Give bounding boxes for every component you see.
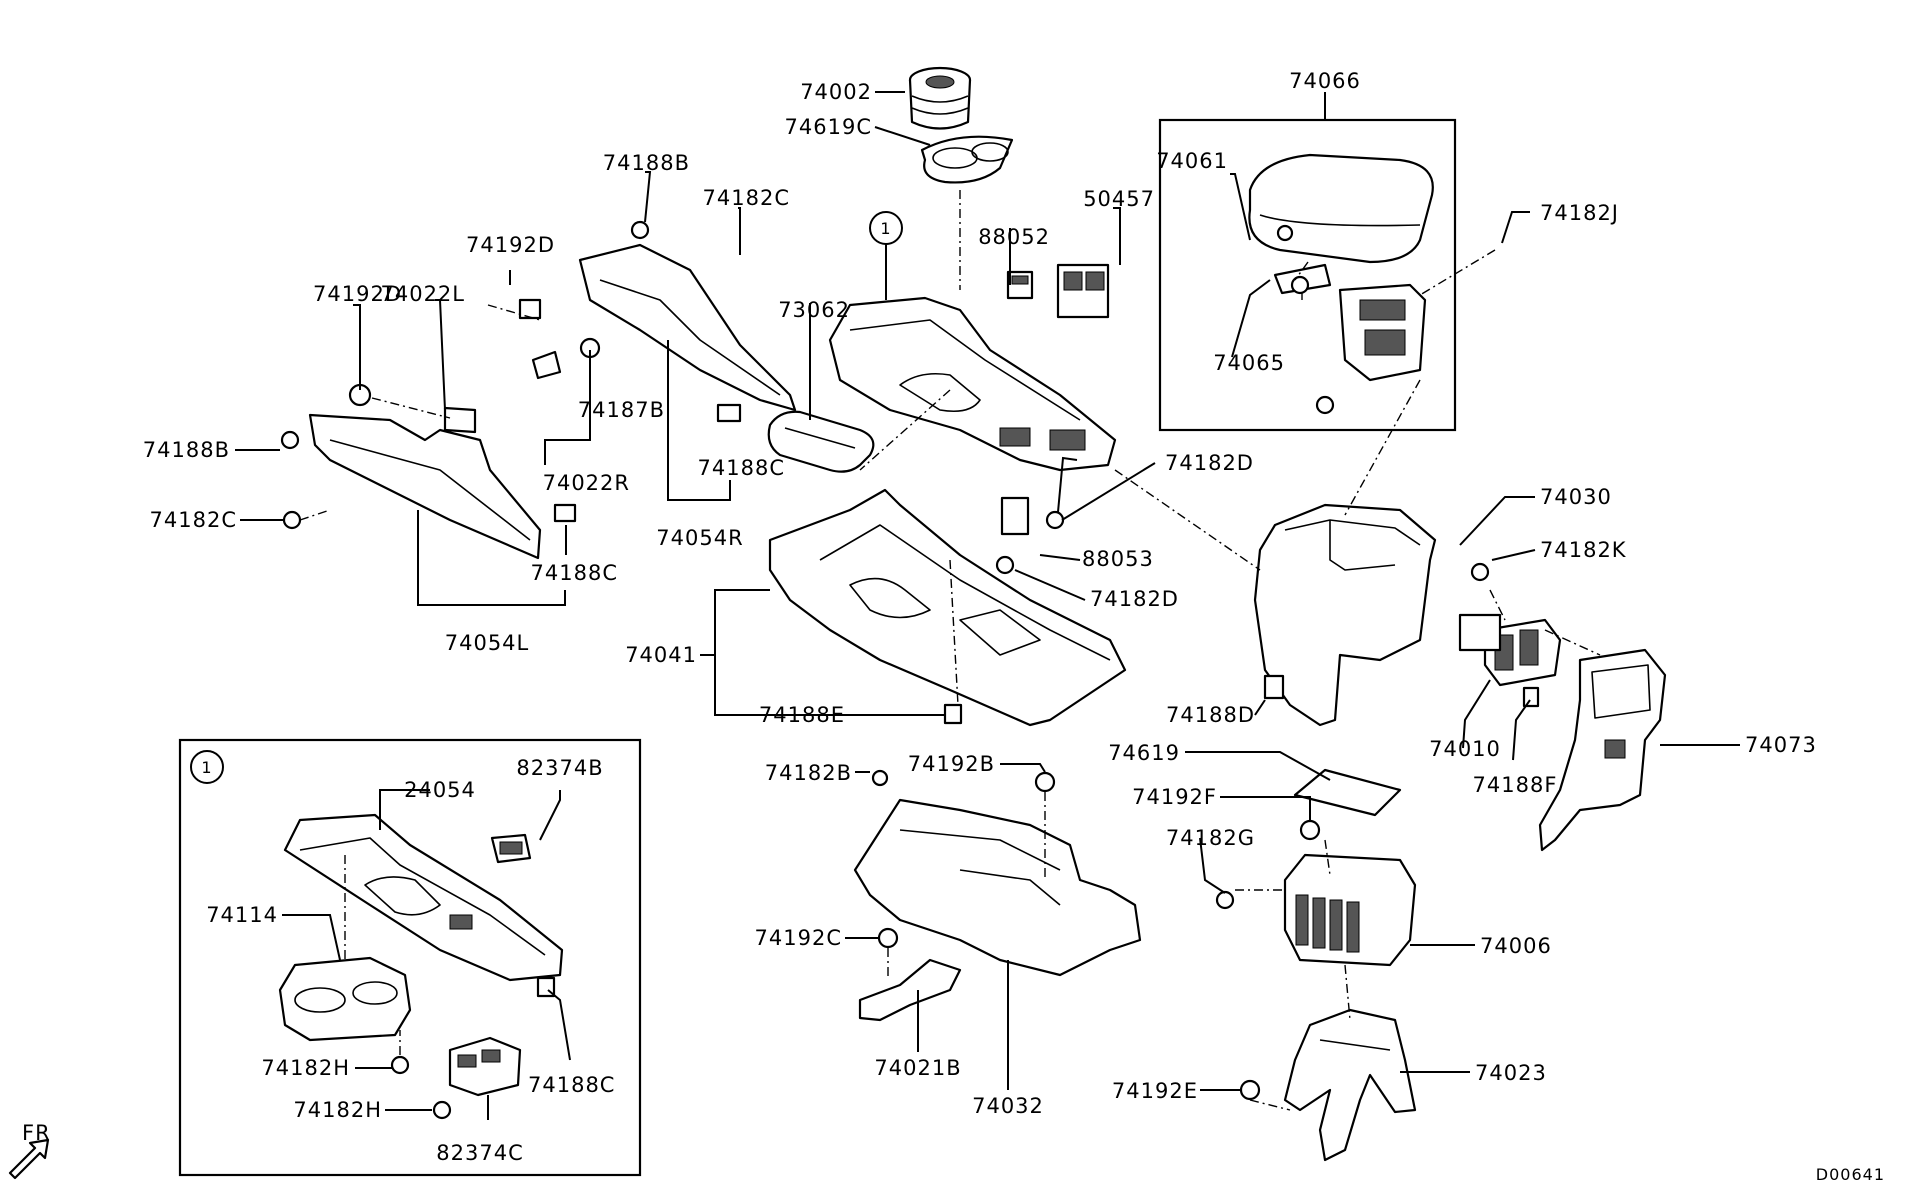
label-74619: 74619 — [1108, 741, 1180, 765]
dashed-connection-lines — [299, 249, 1601, 1111]
label-74188d: 74188D — [1166, 703, 1255, 727]
callout-circle-inset: 1 — [190, 750, 224, 784]
label-74182h-b: 74182H — [293, 1098, 382, 1122]
label-74188b-left: 74188B — [143, 438, 230, 462]
console-bracket — [1239, 1008, 1417, 1162]
label-74192d-a: 74192D — [466, 233, 555, 257]
label-50457: 50457 — [1083, 187, 1155, 211]
label-74182d-b: 74182D — [1090, 587, 1179, 611]
label-74619c: 74619C — [785, 115, 872, 139]
label-74182d-a: 74182D — [1165, 451, 1254, 475]
console-lower-bracket — [853, 769, 1142, 977]
label-74188e: 74188E — [759, 703, 845, 727]
label-82374b: 82374B — [516, 756, 603, 780]
label-74006: 74006 — [1480, 934, 1552, 958]
label-73062: 73062 — [778, 298, 850, 322]
label-74022r: 74022R — [543, 471, 630, 495]
label-74054l: 74054L — [445, 631, 530, 655]
label-74021b: 74021B — [874, 1056, 961, 1080]
label-74188c-b: 74188C — [531, 561, 618, 585]
leader-lines — [235, 91, 1740, 1120]
rear-console-housing — [1253, 503, 1437, 727]
armrest-detail-box — [1158, 118, 1457, 432]
label-74182c-top: 74182C — [703, 186, 790, 210]
label-74182g: 74182G — [1166, 826, 1255, 850]
switch-88052 — [1006, 270, 1034, 300]
label-74182c-left: 74182C — [150, 508, 237, 532]
label-74188f: 74188F — [1473, 773, 1558, 797]
label-74023: 74023 — [1475, 1061, 1547, 1085]
inset-console-panel — [283, 813, 564, 982]
label-74010: 74010 — [1429, 737, 1501, 761]
inset-small-cover — [490, 833, 532, 864]
rear-vent — [1458, 562, 1562, 708]
part-labels: 74002 74619C 74066 74061 74065 74182J 74… — [143, 69, 1885, 1184]
label-74192d-b: 74192D — [313, 282, 402, 306]
label-74002: 74002 — [800, 80, 872, 104]
right-side-panel — [518, 220, 797, 423]
console-upper-panel — [828, 296, 1117, 472]
support-bracket — [858, 927, 962, 1022]
storage-mat — [1293, 768, 1402, 817]
label-74182k: 74182K — [1540, 538, 1627, 562]
storage-box — [1215, 819, 1417, 967]
left-side-panel — [280, 383, 577, 560]
label-74022l: 74022L — [380, 282, 465, 306]
switch-88053 — [1000, 496, 1065, 536]
label-82374c: 82374C — [436, 1141, 523, 1165]
label-74182j: 74182J — [1540, 201, 1619, 225]
svg-text:FR: FR — [22, 1121, 51, 1145]
svg-text:1: 1 — [201, 758, 212, 777]
callout-circle-main: 1 — [869, 211, 903, 300]
label-74188b-top: 74188B — [603, 151, 690, 175]
label-74188c-a: 74188C — [698, 456, 785, 480]
label-74192e: 74192E — [1112, 1079, 1198, 1103]
svg-text:1: 1 — [880, 219, 891, 238]
label-74192b: 74192B — [908, 752, 995, 776]
armrest-hinge — [1338, 283, 1427, 382]
cup-holder-tray — [920, 135, 1014, 184]
inset-detail-box — [178, 738, 642, 1177]
label-74192f: 74192F — [1132, 785, 1217, 809]
label-74030: 74030 — [1540, 485, 1612, 509]
label-74182b: 74182B — [765, 761, 852, 785]
label-74114: 74114 — [206, 903, 278, 927]
label-74041: 74041 — [625, 643, 697, 667]
label-74032: 74032 — [972, 1094, 1044, 1118]
label-74065: 74065 — [1213, 351, 1285, 375]
label-88053: 88053 — [1082, 547, 1154, 571]
cup-holder-insert — [908, 66, 972, 130]
label-74073: 74073 — [1745, 733, 1817, 757]
switch-50457 — [1056, 263, 1110, 319]
label-74054r: 74054R — [656, 526, 743, 550]
armrest-latch — [1273, 224, 1335, 415]
floor-console — [768, 488, 1127, 727]
label-74188c-c: 74188C — [528, 1073, 615, 1097]
rear-console-end-panel — [1538, 648, 1667, 852]
front-direction-arrow: FR — [8, 1121, 51, 1180]
label-74187b: 74187B — [578, 398, 665, 422]
label-74192c: 74192C — [755, 926, 842, 950]
label-24054: 24054 — [404, 778, 476, 802]
inset-switch-panel — [390, 976, 556, 1120]
tray-mat — [767, 410, 875, 473]
label-74066: 74066 — [1289, 69, 1361, 93]
diagram-code: D00641 — [1816, 1165, 1885, 1184]
label-88052: 88052 — [978, 225, 1050, 249]
inset-cup-holder — [278, 956, 412, 1042]
armrest-lid — [1248, 153, 1434, 264]
label-74182h-a: 74182H — [261, 1056, 350, 1080]
label-74061: 74061 — [1156, 149, 1228, 173]
